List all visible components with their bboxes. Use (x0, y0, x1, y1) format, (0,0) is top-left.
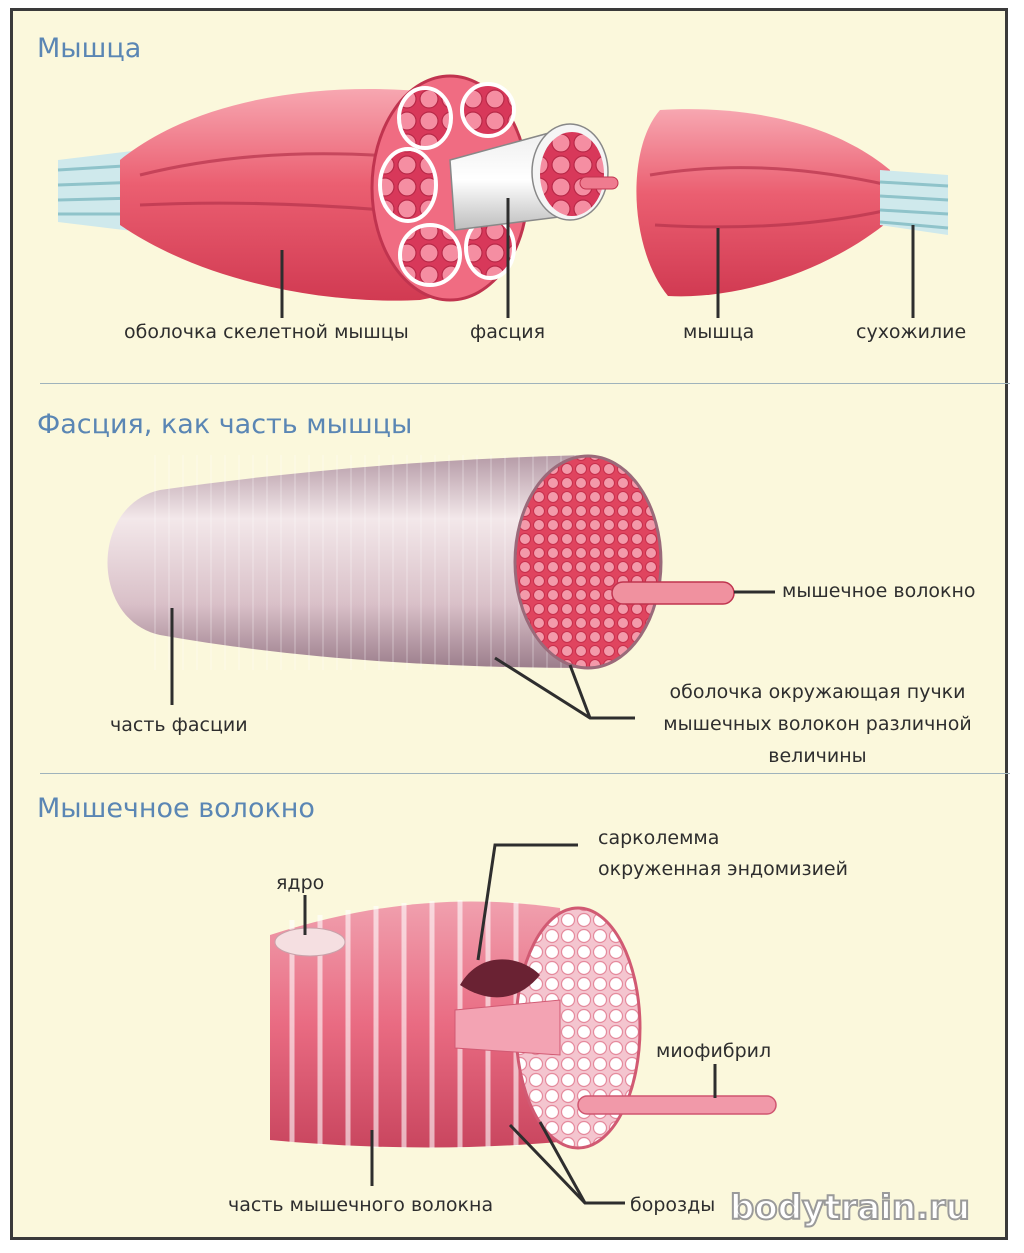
label-grooves: борозды (630, 1194, 716, 1216)
label-sarcolemma-line1: сарколемма (598, 827, 720, 849)
watermark-logo: bodytrain.ru (729, 1187, 971, 1229)
label-sheath: оболочка скелетной мышцы (124, 321, 409, 343)
fascia-tube (449, 123, 619, 231)
muscle-illustration (57, 74, 949, 318)
section-divider (40, 383, 1010, 384)
muscle-leader-lines (280, 198, 915, 318)
left-tendon (57, 150, 141, 232)
label-sarcolemma-line2: окруженная эндомизией (598, 858, 848, 880)
label-myofibril: миофибрил (656, 1040, 772, 1062)
fascia-fiber-rod (611, 581, 735, 605)
label-tendon: сухожилие (856, 321, 967, 343)
fascia-leader-lines (170, 590, 775, 720)
right-tendon (879, 170, 949, 235)
label-bundle-line3: величины (768, 745, 867, 767)
label-muscle: мышца (683, 321, 755, 343)
section-title-muscle: Мышца (37, 33, 142, 64)
nucleus (274, 927, 346, 957)
fiber-illustration (270, 843, 777, 1205)
muscle-belly-right (636, 109, 890, 297)
label-bundle-line1: оболочка окружающая пучки (669, 681, 966, 703)
section-title-fiber: Мышечное волокно (37, 793, 315, 824)
label-muscle-fiber: мышечное волокно (782, 580, 976, 602)
sarcolemma-flap (460, 959, 540, 998)
fiber-leader-lines (303, 843, 717, 1205)
label-fiber-part: часть мышечного волокна (228, 1194, 494, 1216)
fascia-illustration (107, 454, 775, 720)
label-nucleus: ядро (276, 872, 325, 894)
label-fascia: фасция (470, 321, 546, 343)
myofibril-rod (577, 1095, 777, 1115)
section-title-fascia: Фасция, как часть мышцы (37, 409, 413, 440)
label-fascia-part: часть фасции (110, 714, 248, 736)
label-bundle-line2: мышечных волокон различной (663, 713, 972, 735)
section-divider (40, 773, 1010, 774)
fascia-cross-section (513, 454, 663, 670)
